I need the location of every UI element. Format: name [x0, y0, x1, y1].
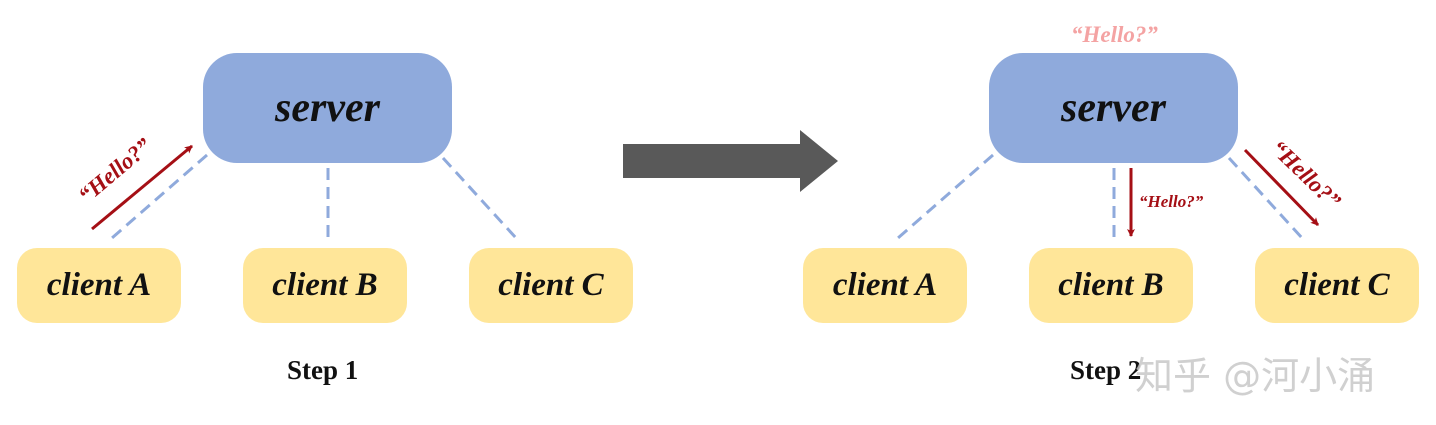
- message-label-server-to-b: “Hello?”: [1139, 192, 1204, 211]
- link-server-client-a-step1: [111, 153, 208, 240]
- message-arrow-server-to-c: [1243, 148, 1320, 227]
- server-node-step2: server: [989, 53, 1238, 163]
- client-b-node-step1: client B: [243, 248, 407, 323]
- step1-label: Step 1: [287, 355, 359, 385]
- client-b-node-step2: client B: [1029, 248, 1193, 323]
- transition-arrow: [623, 130, 838, 192]
- step2-label: Step 2: [1070, 355, 1142, 385]
- client-a-node-step1: client A: [17, 248, 181, 323]
- link-server-client-a-step2: [897, 153, 994, 240]
- client-c-node-step1: client C: [469, 248, 633, 323]
- message-arrow-a-to-server: [91, 144, 193, 231]
- client-a-node-step2: client A: [803, 248, 967, 323]
- server-broadcast-label: “Hello?”: [1071, 22, 1158, 47]
- client-c-node-step2: client C: [1255, 248, 1419, 323]
- link-server-client-c-step1: [441, 156, 518, 240]
- watermark: 知乎 @河小涌: [1135, 354, 1376, 398]
- server-node-step1: server: [203, 53, 452, 163]
